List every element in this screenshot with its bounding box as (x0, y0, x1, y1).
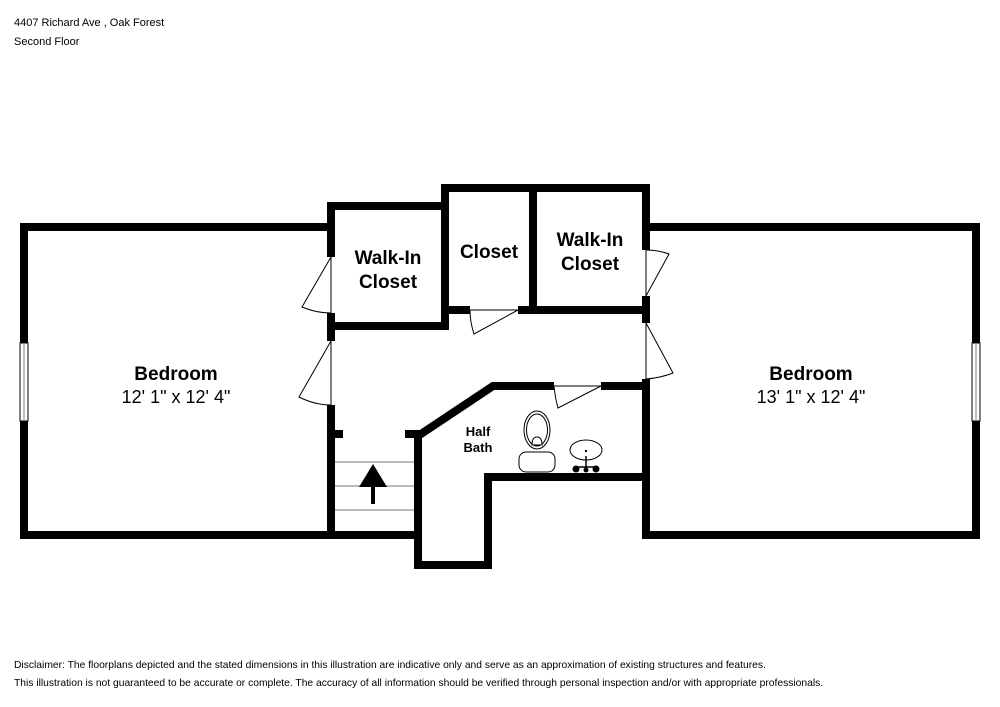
room-name: Bedroom (134, 364, 217, 385)
stair-up-arrow-icon (359, 464, 387, 504)
room-name: Closet (460, 242, 519, 263)
door-swing-center-closet (469, 309, 519, 335)
door-swing-left-walkin (301, 256, 332, 314)
staircase (335, 461, 414, 511)
doors (298, 249, 674, 409)
room-closet-center: Closet (460, 242, 519, 263)
floor-label: Second Floor (14, 36, 80, 48)
room-name-line2: Closet (561, 254, 620, 275)
stair-stubs (335, 430, 417, 438)
room-dimensions: 12' 1" x 12' 4" (122, 387, 231, 407)
room-walkin-closet-right: Walk-In Closet (557, 230, 624, 275)
door-swing-right-bedroom (645, 322, 674, 380)
room-bedroom-right: Bedroom 13' 1" x 12' 4" (757, 364, 866, 407)
sink-icon (569, 439, 603, 473)
room-name-line1: Half (466, 424, 491, 439)
room-name-line2: Bath (464, 440, 493, 455)
disclaimer: Disclaimer: The floorplans depicted and … (14, 657, 823, 693)
room-name-line1: Walk-In (557, 230, 624, 251)
plan-header: 4407 Richard Ave , Oak Forest Second Flo… (14, 14, 164, 52)
room-name: Bedroom (769, 364, 852, 385)
room-half-bath: Half Bath (464, 424, 493, 455)
door-swing-half-bath (553, 385, 602, 409)
room-dimensions: 13' 1" x 12' 4" (757, 387, 866, 407)
room-name-line2: Closet (359, 272, 418, 293)
windows (19, 342, 981, 422)
disclaimer-line-2: This illustration is not guaranteed to b… (14, 678, 824, 689)
disclaimer-line-1: Disclaimer: The floorplans depicted and … (14, 660, 766, 671)
door-swing-right-walkin (645, 249, 670, 297)
room-name-line1: Walk-In (355, 248, 422, 269)
toilet-icon (518, 410, 556, 473)
room-walkin-closet-left: Walk-In Closet (355, 248, 422, 293)
door-swing-left-bedroom (298, 340, 332, 406)
room-bedroom-left: Bedroom 12' 1" x 12' 4" (122, 364, 231, 407)
property-address: 4407 Richard Ave , Oak Forest (14, 17, 165, 29)
